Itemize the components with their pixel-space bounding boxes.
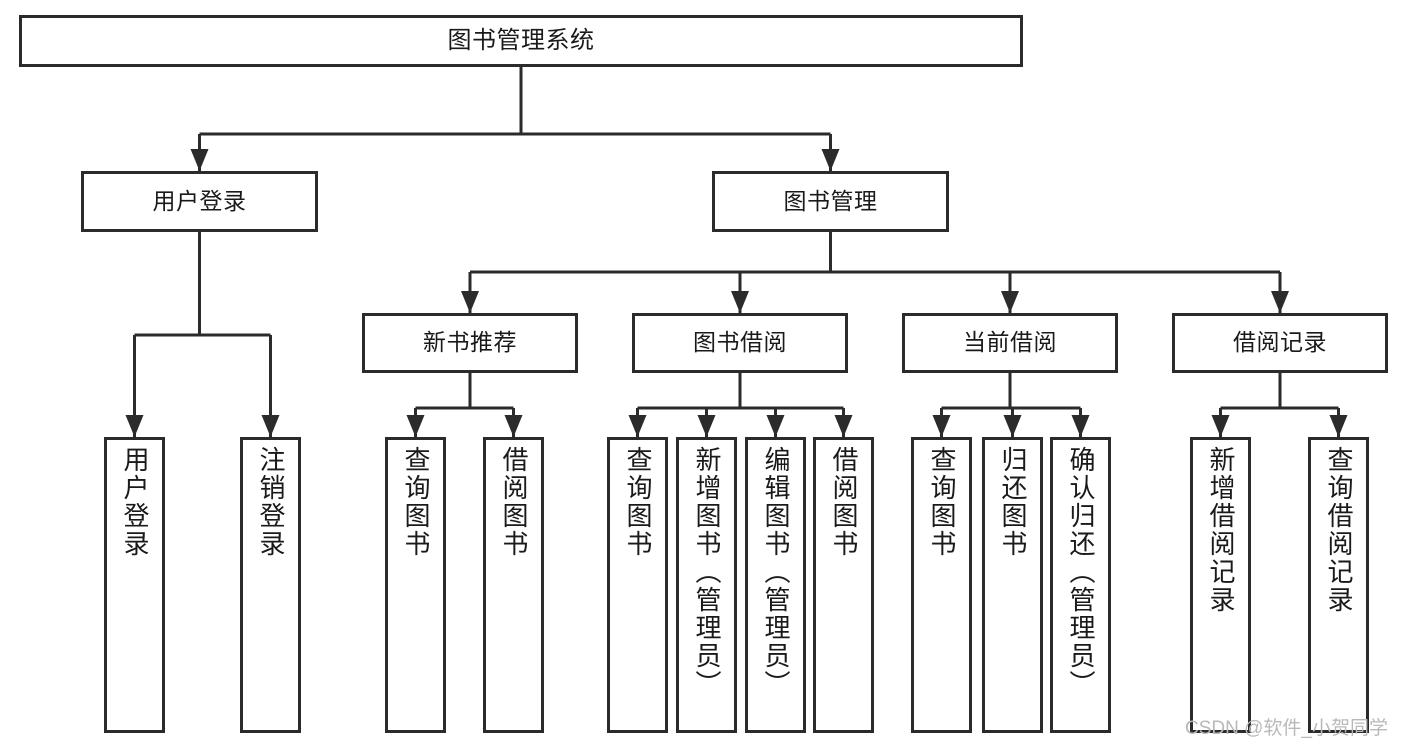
watermark-label: CSDN @软件_小贺同学	[1185, 718, 1388, 739]
node-label-leaf-nb-borrow: 借阅图书	[499, 446, 530, 558]
node-records[interactable]: 借阅记录	[1172, 313, 1388, 373]
node-label-leaf-user-login: 用户登录	[120, 446, 151, 558]
node-leaf-bo-add[interactable]: 新增图书（管理员）	[676, 437, 737, 733]
arrow-icon-current-leaf-cu-confirm	[1071, 415, 1090, 437]
node-leaf-nb-query[interactable]: 查询图书	[385, 437, 446, 733]
node-leaf-re-query[interactable]: 查询借阅记录	[1308, 437, 1369, 733]
arrow-icon-borrow-leaf-bo-edit	[766, 415, 785, 437]
arrow-icon-current-leaf-cu-return	[1003, 415, 1022, 437]
node-leaf-user-login[interactable]: 用户登录	[104, 437, 165, 733]
node-leaf-bo-query[interactable]: 查询图书	[607, 437, 668, 733]
arrow-icon-records-leaf-re-query	[1329, 415, 1348, 437]
node-label-leaf-bo-edit: 编辑图书（管理员）	[761, 446, 792, 698]
node-label-leaf-re-query: 查询借阅记录	[1324, 446, 1355, 614]
node-label-current: 当前借阅	[963, 329, 1057, 356]
node-label-records: 借阅记录	[1233, 329, 1327, 356]
node-leaf-cu-return[interactable]: 归还图书	[982, 437, 1043, 733]
node-newbook[interactable]: 新书推荐	[362, 313, 578, 373]
arrow-icon-root-bookmgmt	[821, 149, 840, 171]
node-bookmgmt[interactable]: 图书管理	[712, 171, 949, 232]
node-leaf-cu-query[interactable]: 查询图书	[911, 437, 972, 733]
arrow-icon-records-leaf-re-add	[1211, 415, 1230, 437]
node-login[interactable]: 用户登录	[81, 171, 318, 232]
arrow-icon-borrow-leaf-bo-query	[628, 415, 647, 437]
node-label-bookmgmt: 图书管理	[783, 187, 878, 214]
node-label-borrow: 图书借阅	[693, 329, 787, 356]
node-label-leaf-cu-confirm: 确认归还（管理员）	[1066, 446, 1097, 698]
arrow-icon-bookmgmt-current	[1001, 291, 1019, 313]
arrow-icon-root-login	[190, 149, 209, 171]
arrow-icon-bookmgmt-records	[1271, 291, 1289, 313]
node-leaf-user-logout[interactable]: 注销登录	[240, 437, 301, 733]
node-leaf-bo-edit[interactable]: 编辑图书（管理员）	[745, 437, 806, 733]
node-borrow[interactable]: 图书借阅	[632, 313, 848, 373]
node-leaf-bo-borrow[interactable]: 借阅图书	[813, 437, 874, 733]
node-current[interactable]: 当前借阅	[902, 313, 1118, 373]
node-label-leaf-re-add: 新增借阅记录	[1206, 446, 1237, 614]
node-label-leaf-user-logout: 注销登录	[256, 446, 287, 558]
arrow-icon-newbook-leaf-nb-query	[406, 415, 425, 437]
node-label-leaf-bo-borrow: 借阅图书	[829, 446, 860, 558]
node-label-leaf-bo-query: 查询图书	[623, 446, 654, 558]
arrow-icon-borrow-leaf-bo-borrow	[834, 415, 853, 437]
arrow-icon-bookmgmt-borrow	[731, 291, 749, 313]
node-label-login: 用户登录	[152, 187, 247, 214]
node-label-leaf-bo-add: 新增图书（管理员）	[692, 446, 723, 698]
node-label-newbook: 新书推荐	[423, 329, 517, 356]
arrow-icon-login-leaf-user-login	[125, 415, 144, 437]
node-leaf-nb-borrow[interactable]: 借阅图书	[483, 437, 544, 733]
arrow-icon-newbook-leaf-nb-borrow	[504, 415, 523, 437]
arrow-icon-current-leaf-cu-query	[932, 415, 951, 437]
node-leaf-cu-confirm[interactable]: 确认归还（管理员）	[1050, 437, 1111, 733]
node-leaf-re-add[interactable]: 新增借阅记录	[1190, 437, 1251, 733]
node-label-leaf-cu-query: 查询图书	[927, 446, 958, 558]
arrow-icon-bookmgmt-newbook	[461, 291, 479, 313]
node-label-leaf-cu-return: 归还图书	[998, 446, 1029, 558]
node-label-root: 图书管理系统	[447, 26, 595, 54]
arrow-icon-borrow-leaf-bo-add	[697, 415, 716, 437]
node-root[interactable]: 图书管理系统	[19, 15, 1023, 67]
node-label-leaf-nb-query: 查询图书	[401, 446, 432, 558]
arrow-icon-login-leaf-user-logout	[261, 415, 280, 437]
